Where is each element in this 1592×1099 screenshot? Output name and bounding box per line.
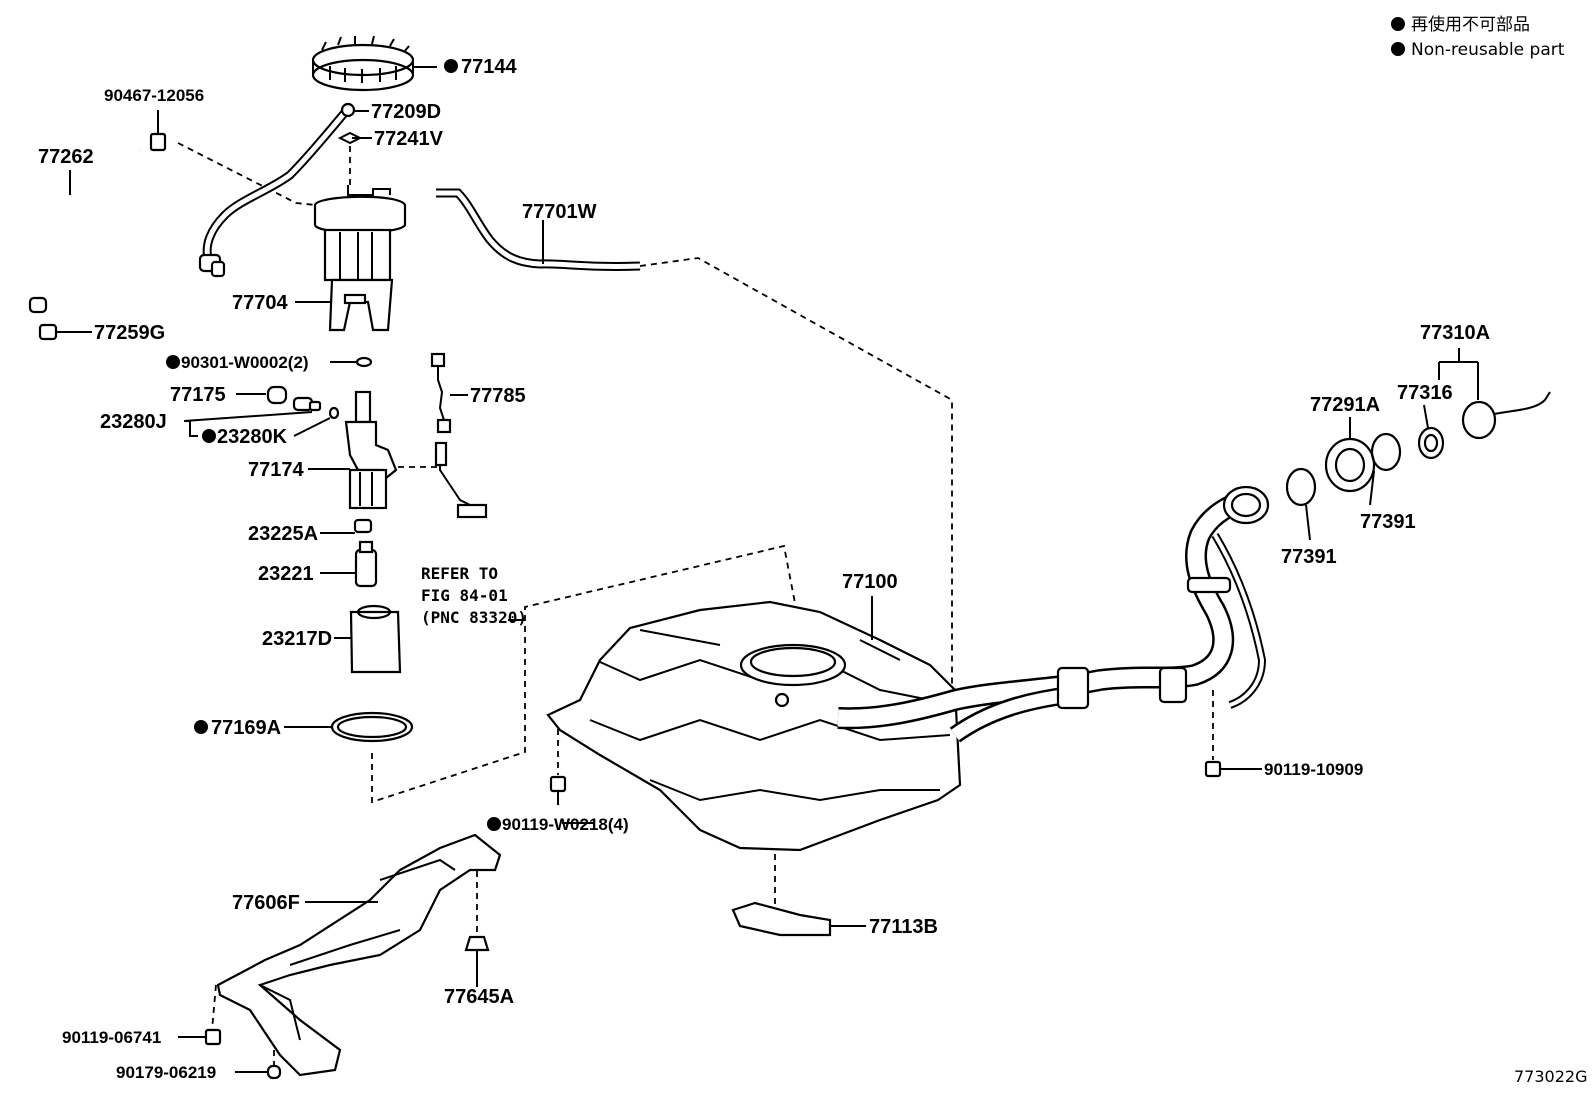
part-label-77785[interactable]: 77785 — [470, 385, 526, 407]
clamp-77259g-drawing — [38, 323, 92, 341]
bolt-90119-10909-drawing — [1204, 760, 1262, 778]
part-label-77291a[interactable]: 77291A — [1310, 394, 1380, 416]
legend-en-text: Non-reusable part — [1411, 40, 1565, 60]
part-label-77704[interactable]: 77704 — [232, 292, 288, 314]
bolt-90119-w0218-drawing — [549, 775, 567, 805]
part-label-23280j[interactable]: 23280J — [100, 411, 167, 433]
non-reusable-dot-icon — [487, 817, 501, 831]
part-label-23225a[interactable]: 23225A — [248, 523, 318, 545]
part-label-77391-right[interactable]: 77391 — [1360, 511, 1416, 533]
part-label-23221[interactable]: 23221 — [258, 563, 314, 585]
part-label-23217d[interactable]: 23217D — [262, 628, 332, 650]
part-label-77645a[interactable]: 77645A — [444, 986, 514, 1008]
fuel-pump-77174-drawing — [344, 390, 488, 519]
part-label-23280k[interactable]: 23280K — [217, 426, 288, 448]
legend: 再使用不可部品 Non-reusable part — [1391, 14, 1565, 60]
non-reusable-dot-icon — [444, 59, 458, 73]
clip-90467-drawing — [149, 122, 167, 152]
gasket-77169a-drawing — [330, 711, 414, 743]
part-label-77606f[interactable]: 77606F — [232, 892, 300, 914]
part-label-90119-w0218[interactable]: 90119-W0218(4) — [502, 815, 629, 834]
retaining-ring-drawing — [311, 35, 415, 92]
fuel-pump-assembly-drawing — [313, 185, 407, 332]
figure-code: 773022G — [1514, 1067, 1587, 1086]
part-label-90301-w0002[interactable]: 90301-W0002(2) — [181, 353, 309, 372]
non-reusable-dot-icon — [194, 720, 208, 734]
part-label-77175[interactable]: 77175 — [170, 384, 226, 406]
part-label-77169a[interactable]: 77169A — [211, 717, 281, 739]
part-label-77316[interactable]: 77316 — [1397, 382, 1453, 404]
refer-note-line3[interactable]: (PNC 83320) — [421, 608, 527, 627]
refer-note-line1[interactable]: REFER TO — [421, 564, 498, 583]
leader-lines — [69, 66, 1429, 1073]
part-label-77144[interactable]: 77144 — [461, 56, 517, 78]
non-reusable-dot-icon — [1391, 42, 1405, 56]
part-label-77241v[interactable]: 77241V — [374, 128, 444, 150]
protector-77606f-drawing — [216, 833, 502, 1077]
non-reusable-dot-icon — [202, 429, 216, 443]
filler-pipe-drawing — [837, 485, 1270, 743]
hose-77262-drawing — [19, 147, 141, 314]
bracket-77113b-drawing — [731, 901, 866, 937]
part-label-90119-06741[interactable]: 90119-06741 — [62, 1028, 161, 1047]
part-labels: 77144 90467-12056 77209D 77241V 77262 77… — [38, 56, 1587, 1086]
non-reusable-dot-icon — [166, 355, 180, 369]
hose-77209d-drawing — [198, 102, 356, 278]
fuel-tank-drawing — [546, 600, 962, 852]
pump-small-parts-drawing — [266, 385, 340, 420]
tube-77701w-drawing — [436, 188, 641, 271]
filler-cap-parts-drawing — [1285, 348, 1551, 507]
refer-note-line2[interactable]: FIG 84-01 — [421, 586, 508, 605]
non-reusable-dot-icon — [1391, 17, 1405, 31]
part-label-77174[interactable]: 77174 — [248, 459, 304, 481]
part-label-77113b[interactable]: 77113B — [869, 916, 938, 938]
legend-jp-text: 再使用不可部品 — [1411, 14, 1530, 35]
part-label-90119-10909[interactable]: 90119-10909 — [1264, 760, 1363, 779]
o-ring-90301-drawing — [355, 356, 373, 368]
part-label-90179-06219[interactable]: 90179-06219 — [116, 1063, 216, 1082]
part-label-77391-left[interactable]: 77391 — [1281, 546, 1337, 568]
part-label-77310a[interactable]: 77310A — [1420, 322, 1490, 344]
wire-harness-77785-drawing — [430, 352, 452, 434]
part-label-77259g[interactable]: 77259G — [94, 322, 165, 344]
part-label-90467-12056[interactable]: 90467-12056 — [104, 86, 204, 105]
part-label-77262[interactable]: 77262 — [38, 146, 94, 168]
part-label-77209d[interactable]: 77209D — [371, 101, 441, 123]
filter-parts-drawing — [349, 518, 402, 674]
clip-77645a-drawing — [464, 935, 490, 983]
part-label-77100[interactable]: 77100 — [842, 571, 898, 593]
part-label-77701w[interactable]: 77701W — [522, 201, 597, 223]
